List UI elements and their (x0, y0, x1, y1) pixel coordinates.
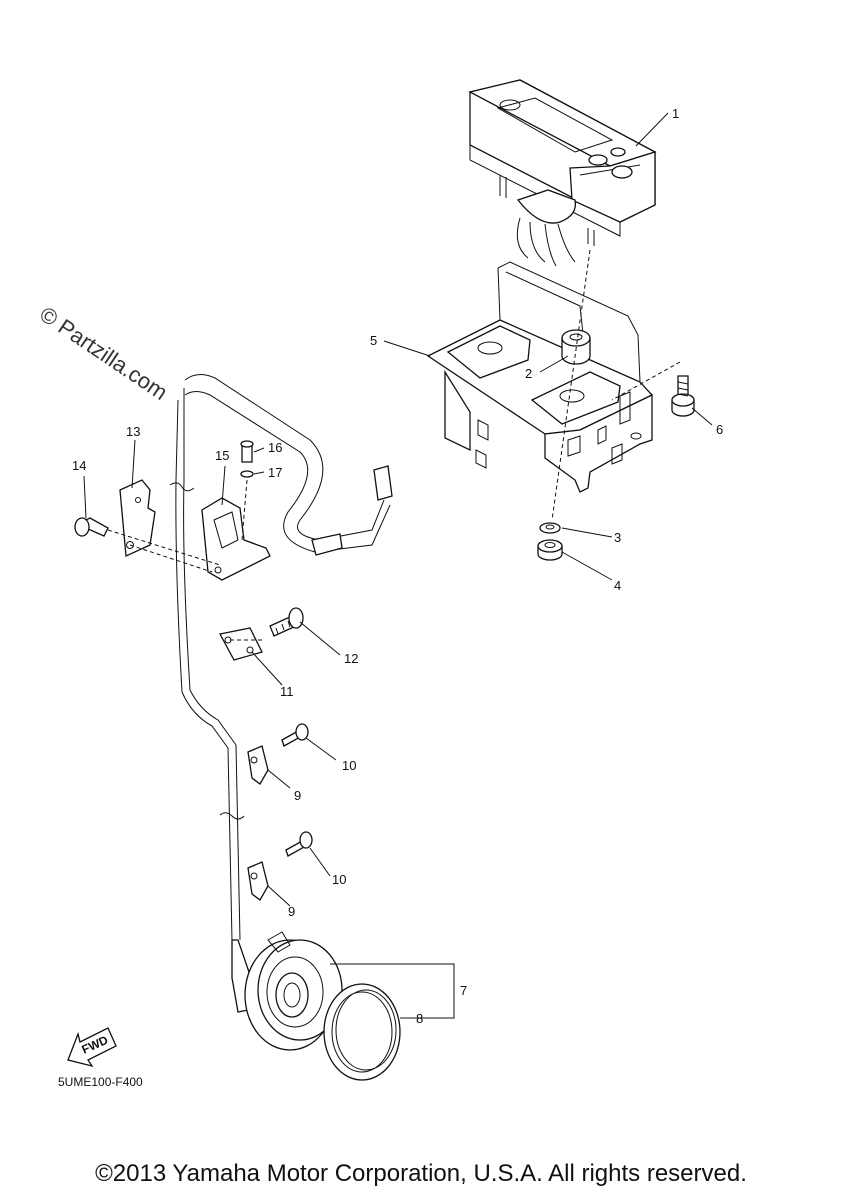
leader-lines (83, 112, 713, 1019)
callout-5: 5 (370, 333, 377, 348)
oil-seal (323, 983, 401, 1081)
bracket-15 (201, 497, 271, 581)
diagram-code: 5UME100-F400 (58, 1075, 143, 1089)
callout-11: 11 (280, 684, 294, 699)
bolt-6 (671, 375, 695, 417)
callout-10b: 10 (332, 872, 346, 887)
callout-6: 6 (716, 422, 723, 437)
watermark-text: © Partzilla.com (35, 301, 172, 405)
callout-16: 16 (268, 440, 282, 455)
callout-17: 17 (268, 465, 282, 480)
screw-10-upper (281, 723, 309, 747)
callout-7: 7 (460, 983, 467, 998)
flange-nut (537, 539, 563, 561)
callout-4: 4 (614, 578, 621, 593)
callout-1: 1 (672, 106, 679, 121)
screw-12 (269, 607, 304, 637)
clamp-9-upper (247, 745, 269, 785)
callout-12: 12 (344, 651, 358, 666)
callout-3: 3 (614, 530, 621, 545)
bolt-16 (240, 440, 254, 463)
meter-bracket (426, 261, 654, 493)
callout-13: 13 (126, 424, 140, 439)
callout-15: 15 (215, 448, 229, 463)
bolt-14 (74, 517, 109, 537)
fwd-arrow-icon: FWD (67, 1027, 117, 1068)
clamp-11 (219, 627, 263, 661)
callout-8: 8 (416, 1011, 423, 1026)
bracket-13 (119, 479, 156, 557)
callout-14: 14 (72, 458, 86, 473)
clamp-9-lower (247, 861, 269, 901)
callouts: 1 2 3 4 5 6 7 8 9 9 10 10 11 12 13 14 15… (72, 106, 723, 1026)
screw-10-lower (285, 831, 313, 857)
copyright-notice: ©2013 Yamaha Motor Corporation, U.S.A. A… (95, 1160, 747, 1187)
callout-9b: 9 (288, 904, 295, 919)
callout-2: 2 (525, 366, 532, 381)
meter-assembly (468, 79, 657, 267)
washer (539, 522, 561, 534)
callout-9a: 9 (294, 788, 301, 803)
speedometer-gear-unit (244, 931, 343, 1051)
callout-10a: 10 (342, 758, 356, 773)
washer-17 (240, 470, 254, 478)
